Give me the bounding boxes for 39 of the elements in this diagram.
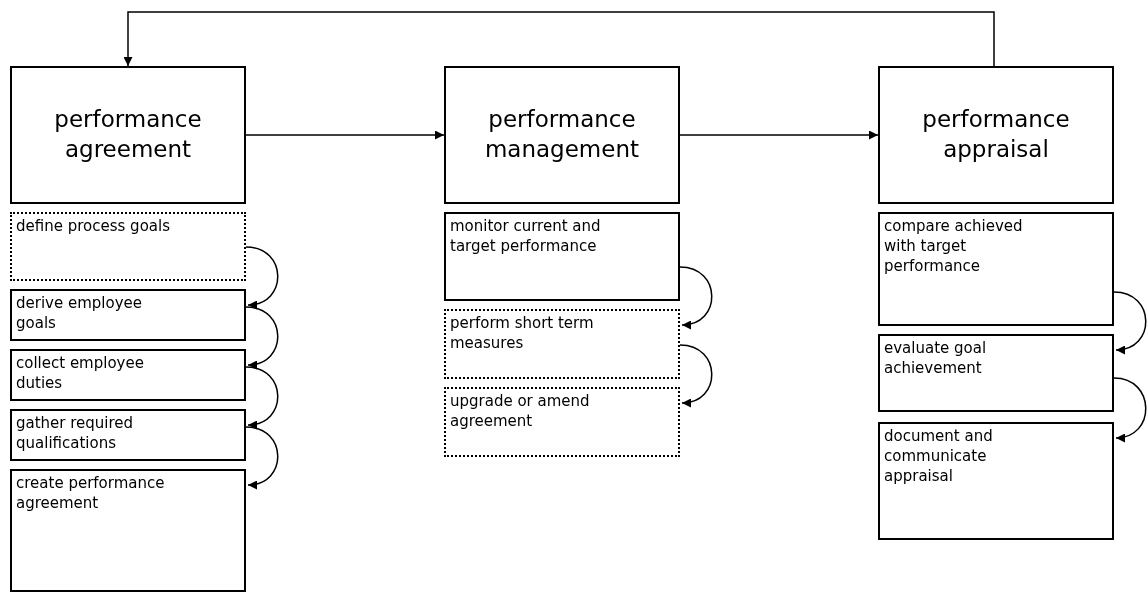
task-box [878,334,1114,412]
task-text: collect employee duties [16,353,145,393]
task-box [444,309,680,379]
task-box [10,289,246,341]
task-box [444,387,680,457]
arrow [245,306,279,369]
arrow [679,266,713,329]
task-box [10,212,246,281]
arrow [245,246,279,309]
stage-title: performance appraisal [921,105,1071,164]
task-box [10,409,246,461]
arrow [123,11,995,67]
arrow [679,130,879,140]
task-text: evaluate goal achievement [884,338,988,378]
arrow [245,426,279,489]
arrow [1113,377,1147,442]
task-box [10,469,246,592]
task-text: gather required qualifications [16,413,135,453]
task-text: upgrade or amend agreement [450,391,591,431]
stage-box [444,66,680,204]
task-text: monitor current and target performance [450,216,602,256]
task-text: create performance agreement [16,473,166,513]
stage-box [878,66,1114,204]
task-text: perform short term measures [450,313,595,353]
stage-box [10,66,246,204]
task-text: compare achieved with target performance [884,216,1024,276]
stage-title: performance agreement [53,105,203,164]
task-box [878,212,1114,326]
stage-title: performance management [483,105,641,164]
task-box [878,422,1114,540]
task-box [444,212,680,301]
task-text: document and communicate appraisal [884,426,994,486]
arrow [245,130,445,140]
task-text: define process goals [16,216,171,236]
arrow [1113,291,1147,354]
task-text: derive employee goals [16,293,143,333]
arrow [245,366,279,429]
arrow [679,344,713,407]
task-box [10,349,246,401]
